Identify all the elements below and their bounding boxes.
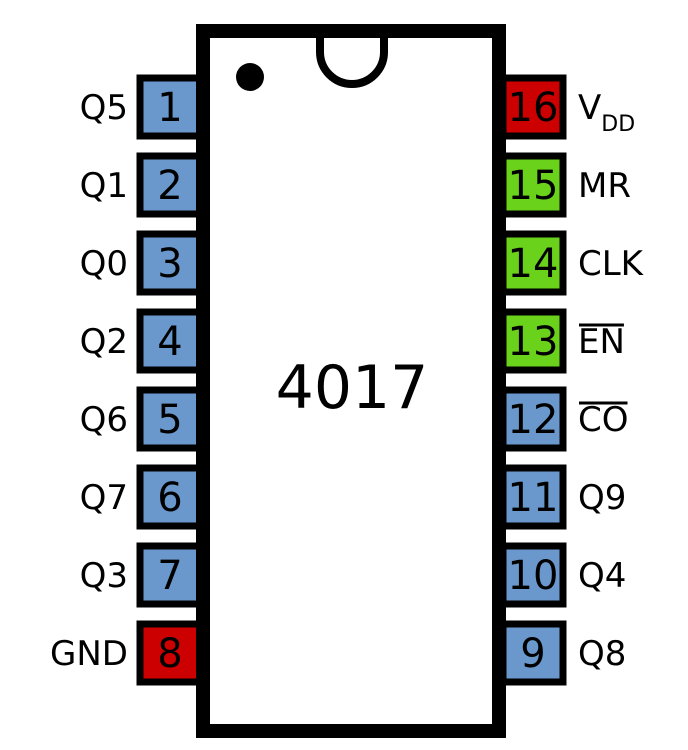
pin-14-label: CLK — [578, 244, 645, 284]
pin-4: 4 — [136, 308, 204, 374]
pin-13: 13 — [499, 308, 567, 374]
chip-body — [196, 24, 506, 738]
pin-2-pad — [136, 152, 204, 218]
pin-15-label-text: MR — [578, 166, 631, 206]
pin-5-number: 5 — [157, 397, 182, 443]
pin-2-number: 2 — [157, 163, 182, 209]
pin-8-label-text: GND — [50, 634, 128, 674]
pin-13-number: 13 — [508, 319, 559, 365]
pin1-marker-dot — [236, 63, 264, 91]
pin-14-label-text: CLK — [578, 244, 645, 284]
pin-16: 16 — [499, 74, 567, 140]
pin-10-label: Q4 — [578, 556, 626, 596]
pin-15-label: MR — [578, 166, 631, 206]
pin-15: 15 — [499, 152, 567, 218]
pin-1-number: 1 — [157, 85, 182, 131]
pin-11-label-text: Q9 — [578, 478, 626, 518]
pin-6-pad — [136, 464, 204, 530]
pin-11-number: 11 — [508, 475, 559, 521]
pin-3-number: 3 — [157, 241, 182, 287]
pin-12: 12 — [499, 386, 567, 452]
pin-10-number: 10 — [508, 553, 559, 599]
pin-15-number: 15 — [508, 163, 559, 209]
pin-6-label: Q7 — [80, 478, 128, 518]
pin-7: 7 — [136, 542, 204, 608]
pin-5-label-text: Q6 — [80, 400, 128, 440]
pin-14-number: 14 — [508, 241, 559, 287]
pin-11: 11 — [499, 464, 567, 530]
pin-7-number: 7 — [157, 553, 182, 599]
pin-11-pad — [499, 464, 567, 530]
pin-14: 14 — [499, 230, 567, 296]
pin-2: 2 — [136, 152, 204, 218]
pin-7-label-text: Q3 — [80, 556, 128, 596]
pin-5-pad — [136, 386, 204, 452]
pin-12-number: 12 — [508, 397, 559, 443]
pin-8-number: 8 — [157, 631, 182, 677]
pin-3: 3 — [136, 230, 204, 296]
pin-16-number: 16 — [508, 85, 559, 131]
pin-10: 10 — [499, 542, 567, 608]
pin-9-number: 9 — [520, 631, 545, 677]
pin-13-label-text: EN — [578, 322, 625, 362]
pin-4-number: 4 — [157, 319, 182, 365]
pin-3-label-text: Q0 — [80, 244, 128, 284]
pin-7-label: Q3 — [80, 556, 128, 596]
pin-10-label-text: Q4 — [578, 556, 626, 596]
pin-4-label-text: Q2 — [80, 322, 128, 362]
pin-1-label: Q5 — [80, 88, 128, 128]
pin-12-pad — [499, 386, 567, 452]
pin-2-label-text: Q1 — [80, 166, 128, 206]
pin-6: 6 — [136, 464, 204, 530]
pin-13-label: EN — [578, 322, 625, 362]
pin-16-label-text: V — [578, 88, 601, 128]
pin-4-label: Q2 — [80, 322, 128, 362]
chip-notch — [316, 38, 388, 88]
pin-12-label-text: CO — [578, 400, 629, 440]
pin-6-number: 6 — [157, 475, 182, 521]
pin-1-pad — [136, 74, 204, 140]
pin-6-label-text: Q7 — [80, 478, 128, 518]
pin-3-label: Q0 — [80, 244, 128, 284]
pin-9: 9 — [499, 620, 567, 686]
pin-8-pad — [136, 620, 204, 686]
pin-1: 1 — [136, 74, 204, 140]
chip-name: 4017 — [276, 353, 429, 423]
pin-16-label: VDD — [578, 88, 635, 137]
pin-9-label-text: Q8 — [578, 634, 626, 674]
pin-5: 5 — [136, 386, 204, 452]
pin-12-label: CO — [578, 400, 629, 440]
pin-10-pad — [499, 542, 567, 608]
pin-8: 8 — [136, 620, 204, 686]
pin-2-label: Q1 — [80, 166, 128, 206]
pin-11-label: Q9 — [578, 478, 626, 518]
pin-16-label-subscript: DD — [601, 112, 635, 137]
pin-9-label: Q8 — [578, 634, 626, 674]
pin-8-label: GND — [50, 634, 128, 674]
pin-4-pad — [136, 308, 204, 374]
pin-5-label: Q6 — [80, 400, 128, 440]
pin-1-label-text: Q5 — [80, 88, 128, 128]
